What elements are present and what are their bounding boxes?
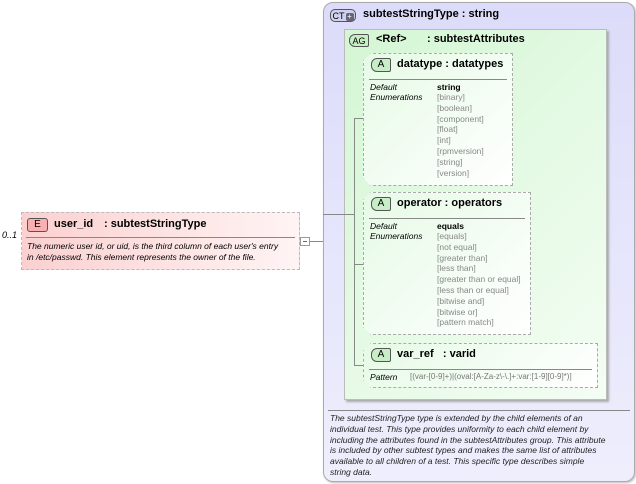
description-line: individual test. This type provides unif… — [330, 423, 589, 434]
enumeration-value: [less than or equal] — [437, 284, 509, 295]
complex-type-title: subtestStringType : string — [363, 8, 500, 20]
complex-type-description: The subtestStringType type is extended b… — [330, 413, 605, 478]
enumeration-value: [greater than or equal] — [437, 274, 521, 285]
enumeration-value: [float] — [437, 124, 458, 135]
attribute-badge: A — [371, 58, 391, 72]
element-name: user_id — [54, 218, 94, 230]
enumeration-value: [string] — [437, 156, 463, 167]
attribute-group-name: : subtestAttributes — [427, 33, 525, 45]
enumeration-value: [pattern match] — [437, 317, 494, 328]
description-line: string data. — [330, 466, 373, 477]
enumeration-value: [bitwise or] — [437, 306, 478, 317]
enumeration-value: [greater than] — [437, 252, 488, 263]
description-line: The subtestStringType type is extended b… — [330, 413, 583, 423]
default-label: Default — [370, 82, 397, 92]
complex-type-badge: CT+ — [330, 9, 356, 22]
attribute-group-ref: <Ref> — [376, 33, 407, 45]
attribute-title: datatype : datatypes — [397, 58, 504, 70]
description-line: The numeric user id, or uid, is the thir… — [27, 241, 279, 251]
default-label: Default — [370, 221, 397, 231]
element-description: The numeric user id, or uid, is the thir… — [27, 241, 278, 263]
enumeration-value: [component] — [437, 113, 484, 124]
element-type: : subtestStringType — [104, 218, 207, 230]
default-value: string — [437, 82, 461, 92]
collapse-toggle[interactable] — [300, 237, 310, 246]
enumeration-value: [equals] — [437, 231, 467, 241]
enumeration-value: [less than] — [437, 263, 476, 274]
enumeration-value: [int] — [437, 135, 451, 146]
attribute-datatype[interactable]: A datatype : datatypes Default string En… — [363, 53, 513, 186]
attribute-var-ref[interactable]: A var_ref : varid Pattern [(var-[0-9]+)|… — [363, 343, 598, 388]
element-badge: E — [27, 218, 48, 232]
default-value: equals — [437, 221, 464, 231]
description-line: is included by other subtest types and m… — [330, 445, 597, 456]
element-user-id[interactable]: E user_id : subtestStringType The numeri… — [21, 212, 300, 270]
attribute-group-badge: AG — [349, 34, 369, 47]
enumerations-list: [equals][not equal][greater than][less t… — [437, 231, 521, 328]
attribute-title: operator : operators — [397, 197, 503, 209]
enumeration-value: [boolean] — [437, 102, 472, 113]
pattern-label: Pattern — [370, 372, 398, 382]
plus-icon: + — [345, 12, 354, 21]
attribute-badge: A — [371, 197, 391, 211]
enumerations-label: Enumerations — [370, 92, 423, 102]
description-line: in /etc/passwd. This element represents … — [27, 252, 256, 262]
description-line: available to all children of a test. Thi… — [330, 456, 585, 467]
enumerations-label: Enumerations — [370, 231, 423, 241]
enumeration-value: [binary] — [437, 92, 465, 102]
enumeration-value: [rpmversion] — [437, 145, 484, 156]
enumerations-list: [binary][boolean][component][float][int]… — [437, 92, 484, 178]
pattern-value: [(var-[0-9]+)|(oval:[A-Za-z\-\.]+:var:[1… — [410, 372, 572, 381]
attribute-title: var_ref : varid — [397, 348, 476, 360]
enumeration-value: [bitwise and] — [437, 295, 485, 306]
enumeration-value: [version] — [437, 167, 470, 178]
attribute-operator[interactable]: A operator : operators Default equals En… — [363, 192, 531, 335]
description-line: including the attributes found in the su… — [330, 434, 606, 445]
enumeration-value: [not equal] — [437, 241, 477, 252]
occurrence-label: 0..1 — [2, 230, 18, 240]
attribute-badge: A — [371, 348, 391, 362]
